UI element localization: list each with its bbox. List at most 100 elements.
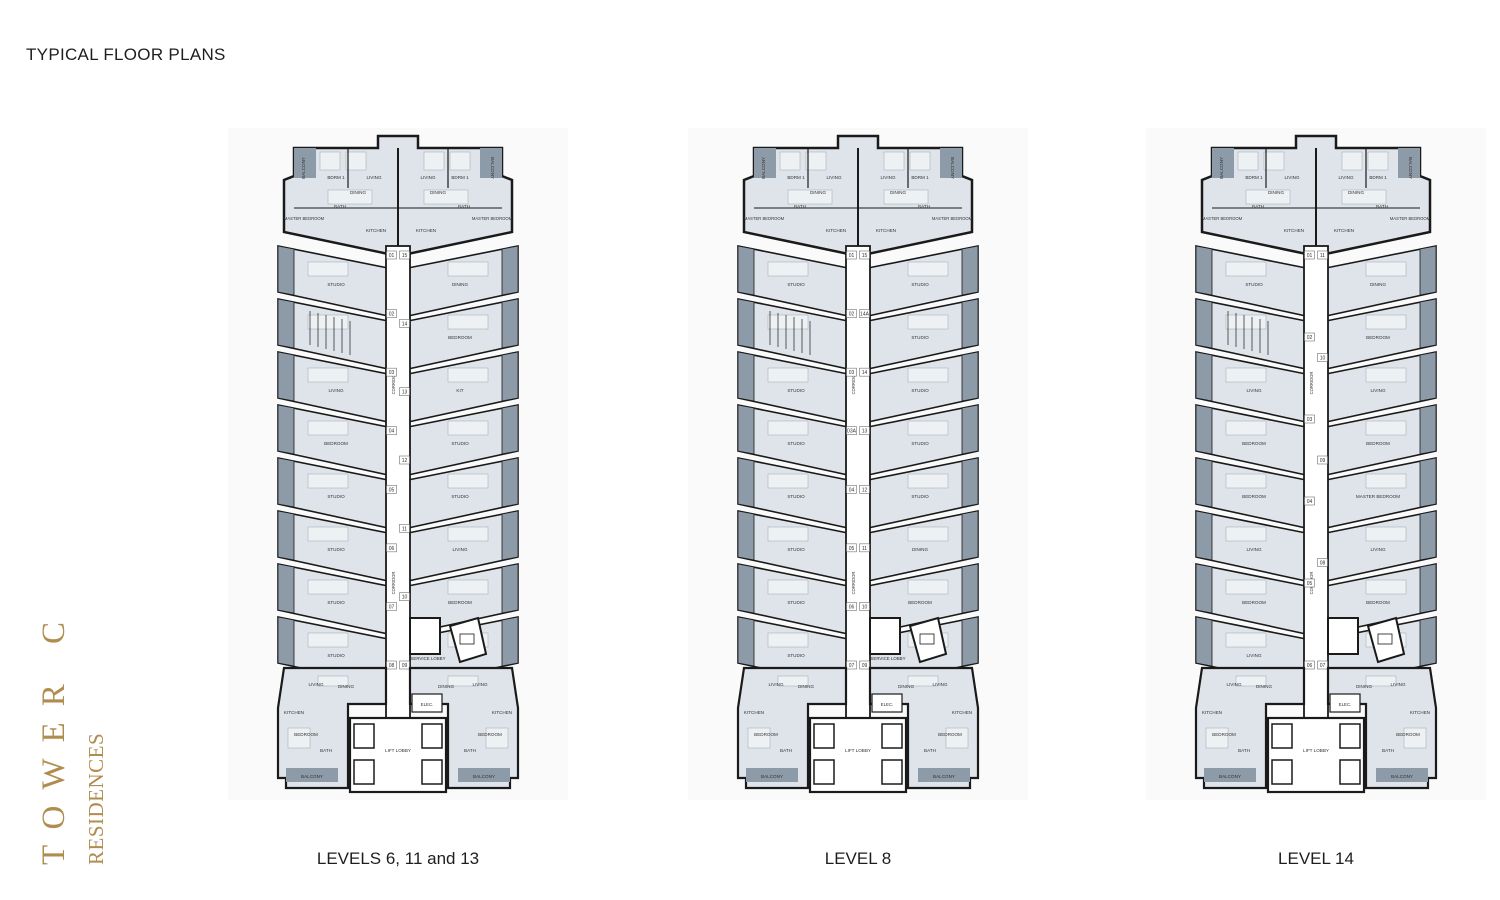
unit-number: 07 [389, 604, 395, 610]
furniture [307, 261, 349, 277]
unit-number-tag [1304, 496, 1315, 506]
tower-branding: TOWER C RESIDENCES [30, 606, 120, 870]
left-unit-wing: STUDIOLIVINGBEDROOMSTUDIOSTUDIOSTUDIOSTU… [277, 245, 389, 688]
unit-number-tag [1317, 558, 1328, 567]
left-balcony [1195, 245, 1213, 296]
service-core [1327, 616, 1406, 664]
page-title: TYPICAL FLOOR PLANS [26, 45, 226, 64]
lift-car [1271, 723, 1293, 749]
furniture [883, 151, 905, 171]
label-corridor: CORRIDOR [1309, 372, 1314, 395]
unit-number: 10 [862, 604, 868, 610]
furniture [1225, 261, 1267, 277]
furniture [767, 261, 809, 277]
unit-number: 04 [1307, 499, 1313, 505]
unit-number-tag [1304, 250, 1315, 260]
furniture [777, 675, 809, 687]
label-master-bedroom: MASTER BEDROOM [472, 216, 513, 221]
label-elec: ELEC. [881, 702, 894, 707]
elec-room [1329, 693, 1361, 713]
furniture [1225, 579, 1267, 595]
room-label: STUDIO [327, 282, 345, 287]
bottom-left-unit [1194, 666, 1306, 790]
unit-number: 03 [389, 370, 395, 376]
room-label: LIVING [1246, 547, 1261, 552]
room-label: BALCONY [933, 774, 955, 779]
room-label: BEDROOM [1242, 600, 1266, 605]
room-label: STUDIO [787, 282, 805, 287]
unit-number: 15 [862, 253, 868, 259]
unit-number: 04 [849, 487, 855, 493]
room-label: BEDROOM [1366, 335, 1390, 340]
balcony-right [480, 148, 502, 178]
room-label: LIVING [932, 682, 947, 687]
room-label: BATH [1238, 748, 1250, 753]
unit-number: 07 [849, 663, 855, 669]
furniture [327, 189, 373, 205]
furniture [1365, 473, 1407, 489]
room-label: DINING [898, 684, 915, 689]
room-label: KITCHEN [416, 228, 436, 233]
furniture [907, 420, 949, 436]
left-balcony [737, 510, 755, 561]
unit-number-tag [846, 602, 857, 611]
furniture [423, 189, 469, 205]
unit-number: 03 [1307, 417, 1313, 423]
room-label: DINING [430, 190, 447, 195]
unit-number-tag [1304, 414, 1315, 424]
room-label: LIVING [1370, 547, 1385, 552]
room-label: BEDROOM [294, 732, 318, 737]
furniture [1341, 151, 1363, 171]
right-balcony [961, 298, 979, 349]
room-label: KITCHEN [1334, 228, 1354, 233]
left-balcony [737, 563, 755, 614]
unit-number-tag [846, 367, 857, 377]
balcony-right [940, 148, 962, 178]
elec-room [411, 693, 443, 713]
label-balcony: BALCONY [950, 157, 955, 179]
label-corridor: CORRIDOR [391, 372, 396, 395]
room-label: KITCHEN [744, 710, 764, 715]
room-label: LIVING [1338, 175, 1353, 180]
unit-number: 08 [1320, 561, 1326, 567]
left-balcony [277, 404, 295, 455]
lift-car [421, 723, 443, 749]
left-balcony [737, 351, 755, 402]
furniture [767, 473, 809, 489]
unit-number-tag [1304, 660, 1315, 670]
furniture [307, 420, 349, 436]
furniture [307, 367, 349, 383]
room-label: LIVING [880, 175, 895, 180]
right-balcony [1419, 510, 1437, 561]
room-label: BATH [1252, 204, 1264, 209]
unit-number: 09 [862, 663, 868, 669]
left-balcony [277, 563, 295, 614]
room-label: DINING [1370, 282, 1387, 287]
furniture [447, 473, 489, 489]
balcony-bottom-left [1204, 768, 1256, 782]
unit-number-tag [846, 485, 857, 494]
room-label: STUDIO [451, 441, 469, 446]
unit-number-tag [386, 309, 397, 318]
furniture [1341, 189, 1387, 205]
furniture [1225, 632, 1267, 648]
unit-number-tag [859, 250, 870, 260]
room-label: KITCHEN [1284, 228, 1304, 233]
left-balcony [1195, 351, 1213, 402]
unit-number-tag [846, 250, 857, 260]
unit-number-tag [399, 660, 410, 670]
unit-number-tag [846, 543, 857, 553]
room-label: STUDIO [451, 494, 469, 499]
furniture [779, 151, 801, 171]
label-corridor: CORRIDOR [851, 572, 856, 595]
right-balcony [961, 245, 979, 296]
room-label: STUDIO [787, 441, 805, 446]
left-balcony [737, 245, 755, 296]
unit-number: 07 [1320, 663, 1326, 669]
label-master-bedroom: MASTER BEDROOM [744, 216, 785, 221]
label-balcony: BALCONY [490, 157, 495, 179]
